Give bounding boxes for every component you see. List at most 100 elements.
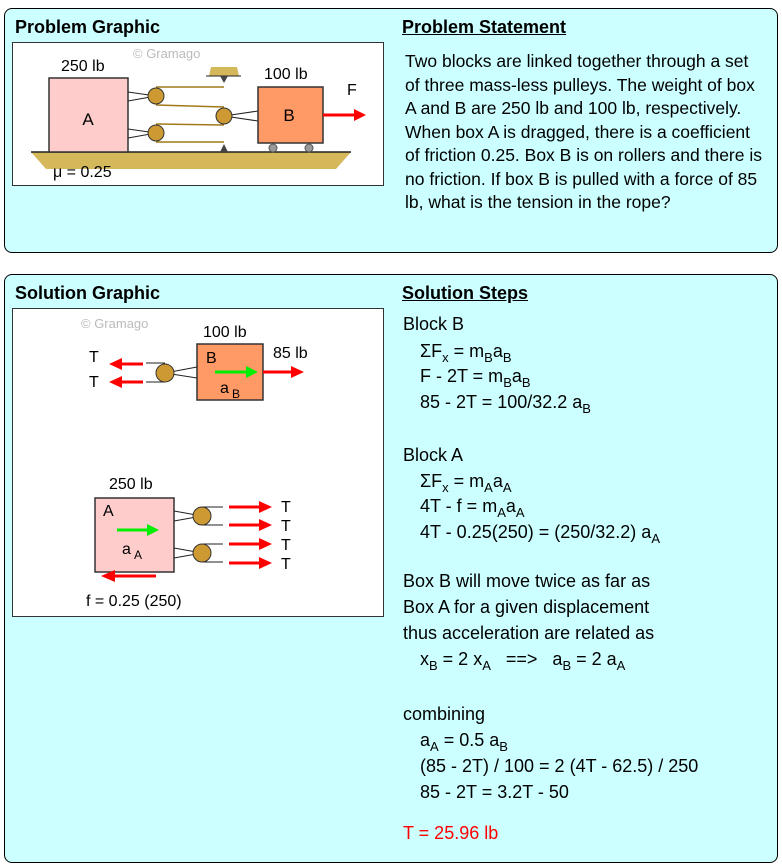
subscript: A [651, 531, 660, 546]
accel-arrow [147, 524, 159, 536]
subscript: A [482, 658, 491, 673]
tension-arrows [229, 501, 272, 569]
subscript: B [562, 658, 572, 673]
solution-step: xB = 2 xA ==> aB = 2 aA [420, 649, 625, 673]
step-text: 85 - 2T = 3.2T - 50 [420, 782, 569, 802]
step-text: thus acceleration are related as [403, 623, 655, 643]
problem-statement-title: Problem Statement [402, 17, 567, 37]
weight-a: 250 lb [109, 476, 153, 493]
ceiling-support [209, 67, 239, 76]
subscript: A [484, 480, 493, 495]
step-text: ΣF [420, 471, 443, 491]
solution-step: F - 2T = mBaB [420, 366, 531, 390]
pulley-icon [215, 107, 233, 125]
step-text: a [492, 341, 503, 361]
step-text: Block B [403, 314, 465, 334]
accel-b-sub: B [232, 387, 240, 401]
watermark: © Gramago [81, 316, 148, 331]
weight-b: 100 lb [203, 324, 247, 341]
step-text: ΣF [420, 341, 443, 361]
solution-step: thus acceleration are related as [403, 623, 654, 644]
step-text: Block A [403, 445, 464, 465]
tension-label: T [89, 349, 99, 366]
step-text: T = 25.96 lb [403, 823, 499, 843]
step-text: ==> a [490, 649, 563, 669]
wheel-icon [268, 143, 278, 153]
tension-label: T [89, 374, 99, 391]
tension-arrow [109, 358, 122, 370]
tension-arrow [109, 376, 122, 388]
solution-step: 85 - 2T = 100/32.2 aB [420, 392, 591, 416]
step-text: = m [448, 471, 485, 491]
box-b [257, 86, 324, 144]
free-body-diagram: © Gramago 100 lb B a B 85 lb T T 250 lb … [81, 316, 308, 610]
tension-label: T [281, 556, 291, 573]
force-arrow [354, 109, 366, 121]
ground [31, 152, 351, 169]
solution-step: Block B [403, 314, 464, 335]
solution-step: aA = 0.5 aB [420, 730, 508, 754]
pulley-icon [147, 124, 165, 142]
force-label: F [347, 82, 357, 99]
subscript: x [442, 480, 449, 495]
step-text: = 0.5 a [438, 730, 500, 750]
subscript: B [499, 739, 508, 754]
solution-graphic: © Gramago 100 lb B a B 85 lb T T 250 lb … [12, 308, 384, 617]
pulley-icon [155, 363, 175, 383]
answer: T = 25.96 lb [403, 823, 498, 844]
subscript: B [521, 375, 531, 390]
step-text: a [505, 496, 516, 516]
subscript: A [497, 505, 506, 520]
solution-step: combining [403, 704, 485, 725]
subscript: B [503, 375, 512, 390]
subscript: A [515, 505, 525, 520]
accel-b: a [220, 380, 229, 397]
solution-step: Box B will move twice as far as [403, 571, 650, 592]
problem-graphic: © Gramago A 250 lb B 100 lb [12, 42, 384, 186]
step-text: 85 - 2T = 100/32.2 a [420, 392, 583, 412]
step-text: F - 2T = m [420, 366, 504, 386]
step-text: combining [403, 704, 486, 724]
solution-graphic-title: Solution Graphic [15, 283, 161, 303]
accel-arrow [246, 366, 258, 378]
subscript: A [430, 739, 439, 754]
label-b: B [206, 350, 217, 367]
label-a: A [82, 110, 94, 129]
step-text: = m [448, 341, 485, 361]
problem-diagram: © Gramago A 250 lb B 100 lb [31, 46, 366, 181]
problem-statement: Two blocks are linked together through a… [405, 51, 762, 212]
step-text: x [420, 649, 429, 669]
subscript: B [582, 401, 591, 416]
step-text: = 2 x [437, 649, 483, 669]
label-a: A [103, 503, 114, 520]
problem-graphic-title: Problem Graphic [15, 17, 161, 37]
floor-anchor [220, 144, 228, 152]
tension-label: T [281, 537, 291, 554]
mu-label: μ = 0.25 [53, 164, 112, 181]
pulley-icon [147, 87, 165, 105]
accel-a: a [122, 541, 131, 558]
solution-step: 4T - 0.25(250) = (250/32.2) aA [420, 522, 660, 546]
friction-label: f = 0.25 (250) [86, 593, 182, 610]
solution-step: 85 - 2T = 3.2T - 50 [420, 782, 569, 803]
tension-label: T [281, 518, 291, 535]
solution-step: ΣFx = mBaB [420, 341, 512, 365]
solution-step: ΣFx = mAaA [420, 471, 512, 495]
weight-b: 100 lb [264, 66, 308, 83]
rope [155, 86, 225, 143]
subscript: B [502, 350, 512, 365]
label-b: B [283, 106, 294, 125]
step-text: a [511, 366, 522, 386]
step-text: 4T - f = m [420, 496, 498, 516]
box-a [94, 497, 175, 573]
step-text: a [420, 730, 431, 750]
subscript: A [502, 480, 512, 495]
solution-step: Box A for a given displacement [403, 597, 649, 618]
step-text: (85 - 2T) / 100 = 2 (4T - 62.5) / 250 [420, 756, 699, 776]
pulley-icon [192, 506, 212, 526]
solution-step: 4T - f = mAaA [420, 496, 525, 520]
watermark: © Gramago [133, 46, 200, 61]
box-a [48, 77, 129, 153]
weight-a: 250 lb [61, 58, 105, 75]
